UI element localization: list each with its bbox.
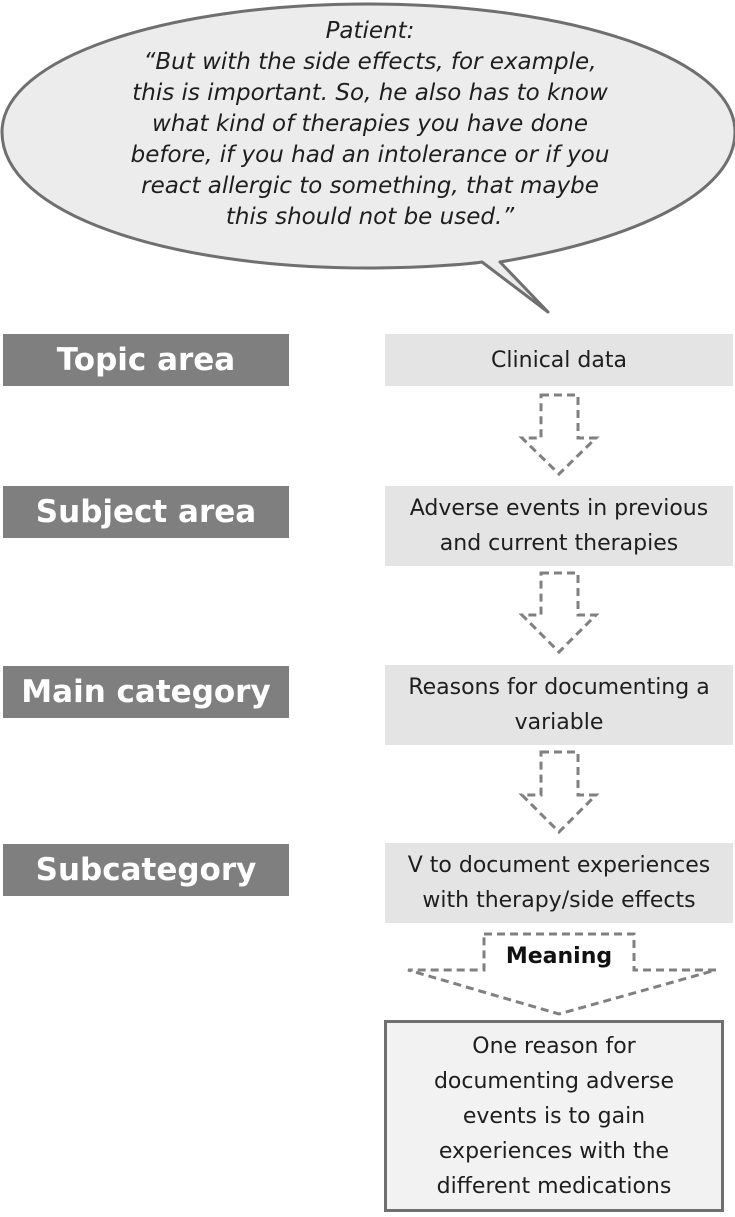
meaning-label: Meaning [505, 944, 613, 969]
patient-quote: Patient: “But with the side effects, for… [90, 16, 650, 233]
quote-line: “But with the side effects, for example, [143, 49, 597, 75]
label-subcategory: Subcategory [3, 844, 289, 896]
meaning-line: experiences with the [438, 1138, 670, 1164]
meaning-line: different medications [436, 1173, 672, 1199]
value-line: with therapy/side effects [422, 888, 696, 913]
value-line: Clinical data [491, 347, 627, 373]
quote-speaker: Patient: [325, 18, 415, 44]
value-topic-area: Clinical data [385, 334, 733, 386]
quote-line: this is important. So, he also has to kn… [132, 80, 608, 106]
quote-line: what kind of therapies you have done [152, 111, 588, 137]
value-line: Reasons for documenting a [408, 675, 710, 700]
value-line: variable [514, 710, 604, 735]
quote-line: before, if you had an intolerance or if … [130, 142, 610, 168]
arrow-down-icon [518, 393, 600, 477]
arrow-down-icon [518, 750, 600, 835]
quote-line: react allergic to something, that maybe [141, 173, 599, 199]
value-line: and current therapies [439, 531, 679, 556]
meaning-arrow-icon [407, 932, 717, 1016]
meaning-line: One reason for [472, 1033, 636, 1059]
meaning-line: documenting adverse [433, 1068, 675, 1094]
meaning-box: One reason for documenting adverse event… [384, 1020, 724, 1212]
speech-bubble [0, 2, 735, 314]
meaning-line: events is to gain [462, 1103, 646, 1129]
quote-line: this should not be used.” [225, 204, 515, 230]
arrow-down-icon [518, 571, 600, 655]
value-subcategory: V to document experiences with therapy/s… [385, 843, 733, 923]
value-line: V to document experiences [407, 853, 711, 878]
label-subject-area: Subject area [3, 486, 289, 538]
label-main-category: Main category [3, 666, 289, 718]
value-subject-area: Adverse events in previous and current t… [385, 486, 733, 566]
label-topic-area: Topic area [3, 334, 289, 386]
value-main-category: Reasons for documenting a variable [385, 665, 733, 745]
value-line: Adverse events in previous [409, 496, 709, 521]
